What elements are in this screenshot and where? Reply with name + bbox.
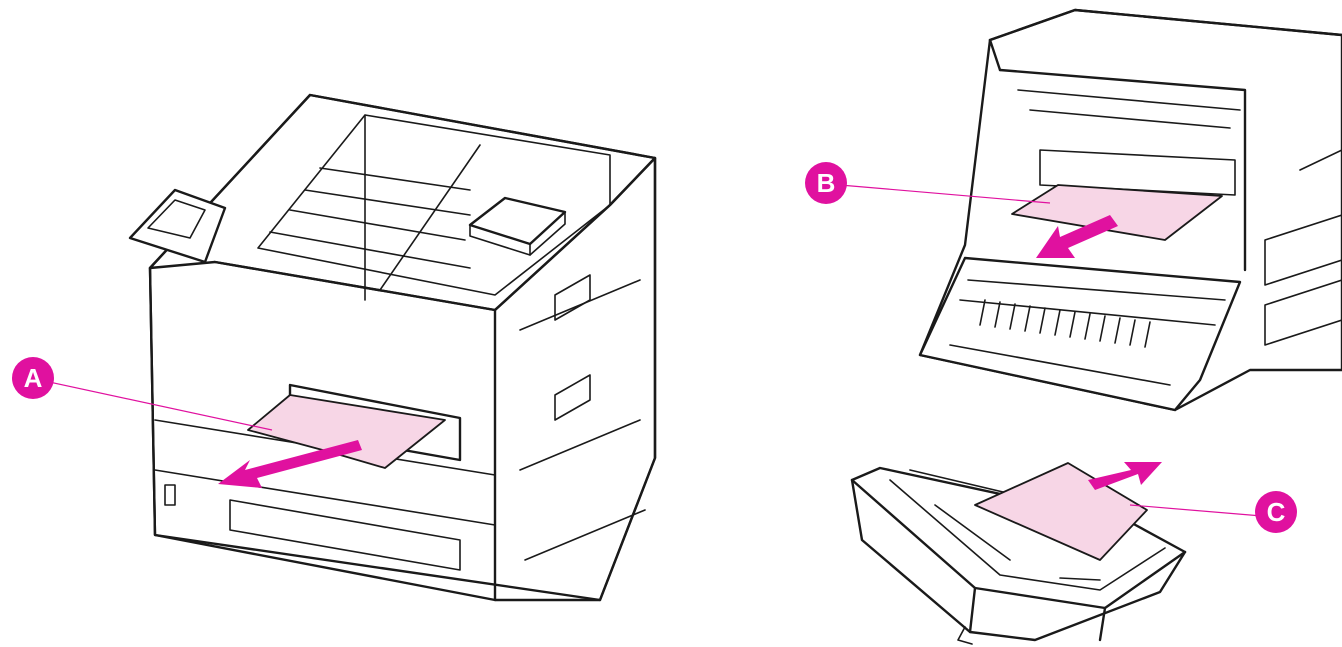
printer-front-illustration: [130, 95, 655, 600]
pull-arrow-c: [1088, 462, 1162, 490]
callout-b-label: B: [817, 168, 836, 198]
callout-a-label: A: [24, 363, 43, 393]
callout-c: C: [1130, 491, 1297, 533]
callout-c-label: C: [1267, 497, 1286, 527]
